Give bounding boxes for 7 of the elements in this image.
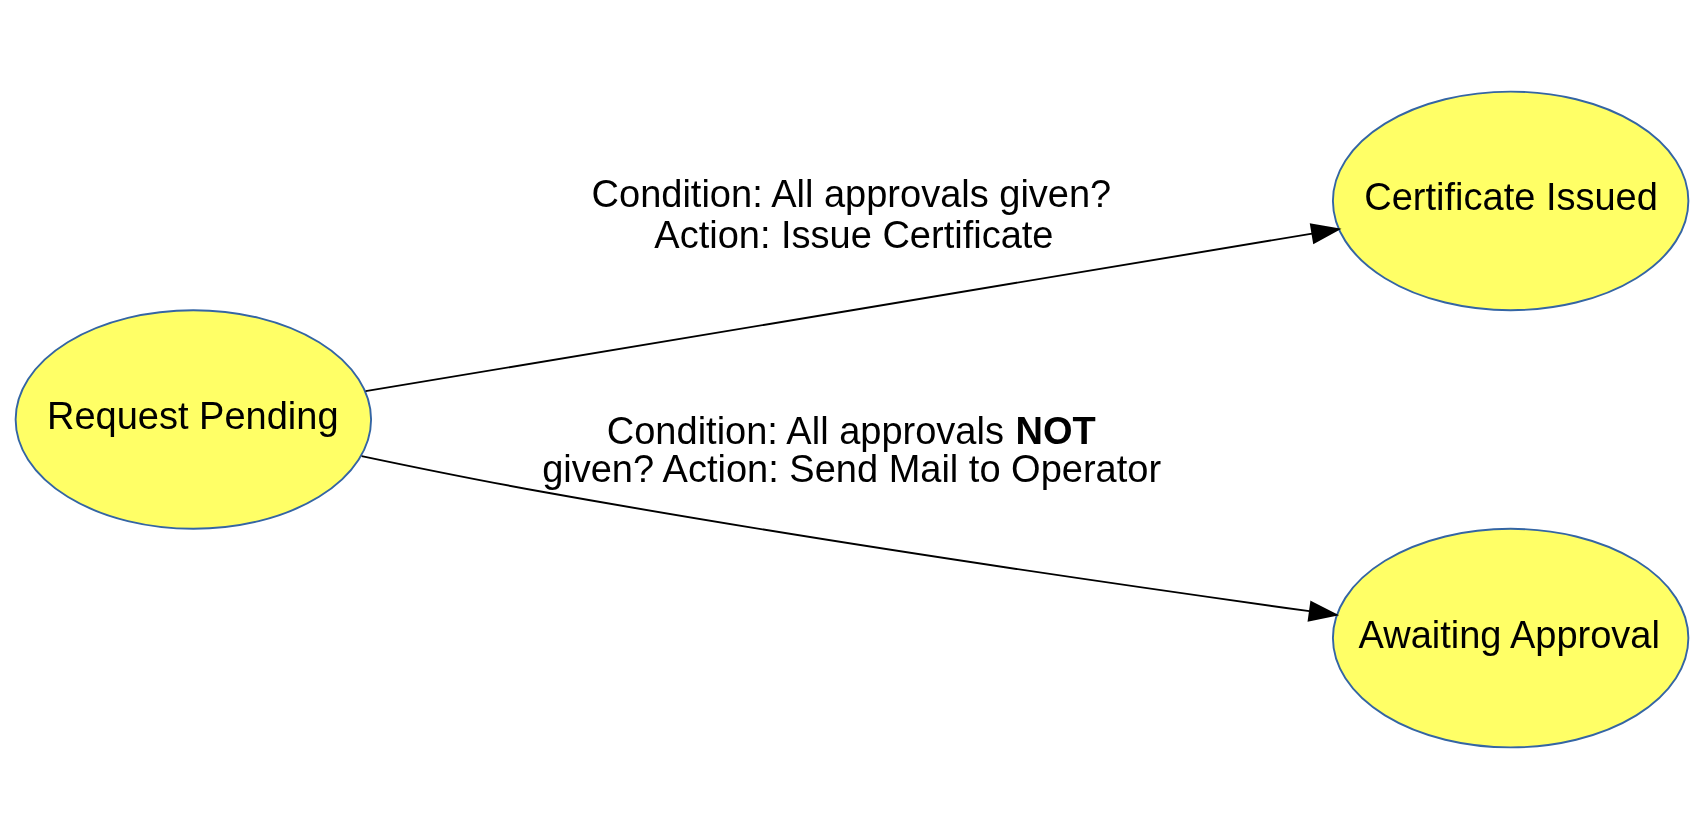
edge-label: Condition: All approvals given? Action: Issue Certificate: [591, 172, 1112, 257]
arrow: [364, 223, 1342, 393]
node-ellipse: Certificate Issued: [1331, 90, 1690, 312]
edge-label: Condition: All approvals NOT given? Action: Send Mail to Operator: [542, 410, 1162, 491]
node-ellipse: Awaiting Approval: [1331, 527, 1690, 749]
arrow: [360, 455, 1340, 622]
node-ellipse: Request Pending: [14, 309, 373, 530]
